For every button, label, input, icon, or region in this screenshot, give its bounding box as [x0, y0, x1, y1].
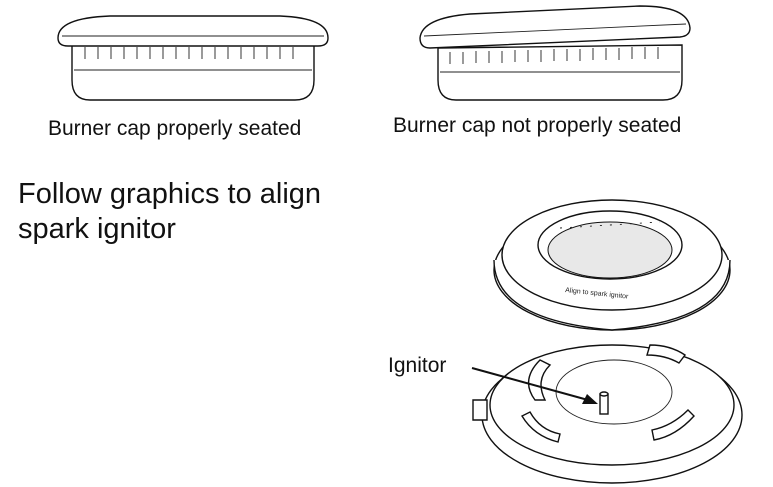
burner-ring-illustration: Align to spark ignitor [493, 199, 731, 331]
caption-seated: Burner cap properly seated [48, 117, 302, 140]
ignitor-callout-arrow [471, 367, 598, 404]
burner-base-illustration [472, 344, 743, 484]
ignitor-illustration [599, 391, 609, 415]
burner-cap-ports-seated [84, 47, 294, 59]
burner-cap-seated-illustration [57, 15, 329, 101]
burner-cap-unseated-illustration [419, 5, 691, 101]
burner-cap-ports-unseated [449, 47, 659, 64]
instruction-text: Follow graphics to align spark ignitor [18, 178, 322, 245]
caption-not-seated: Burner cap not properly seated [393, 114, 682, 137]
ignitor-label: Ignitor [388, 354, 447, 377]
